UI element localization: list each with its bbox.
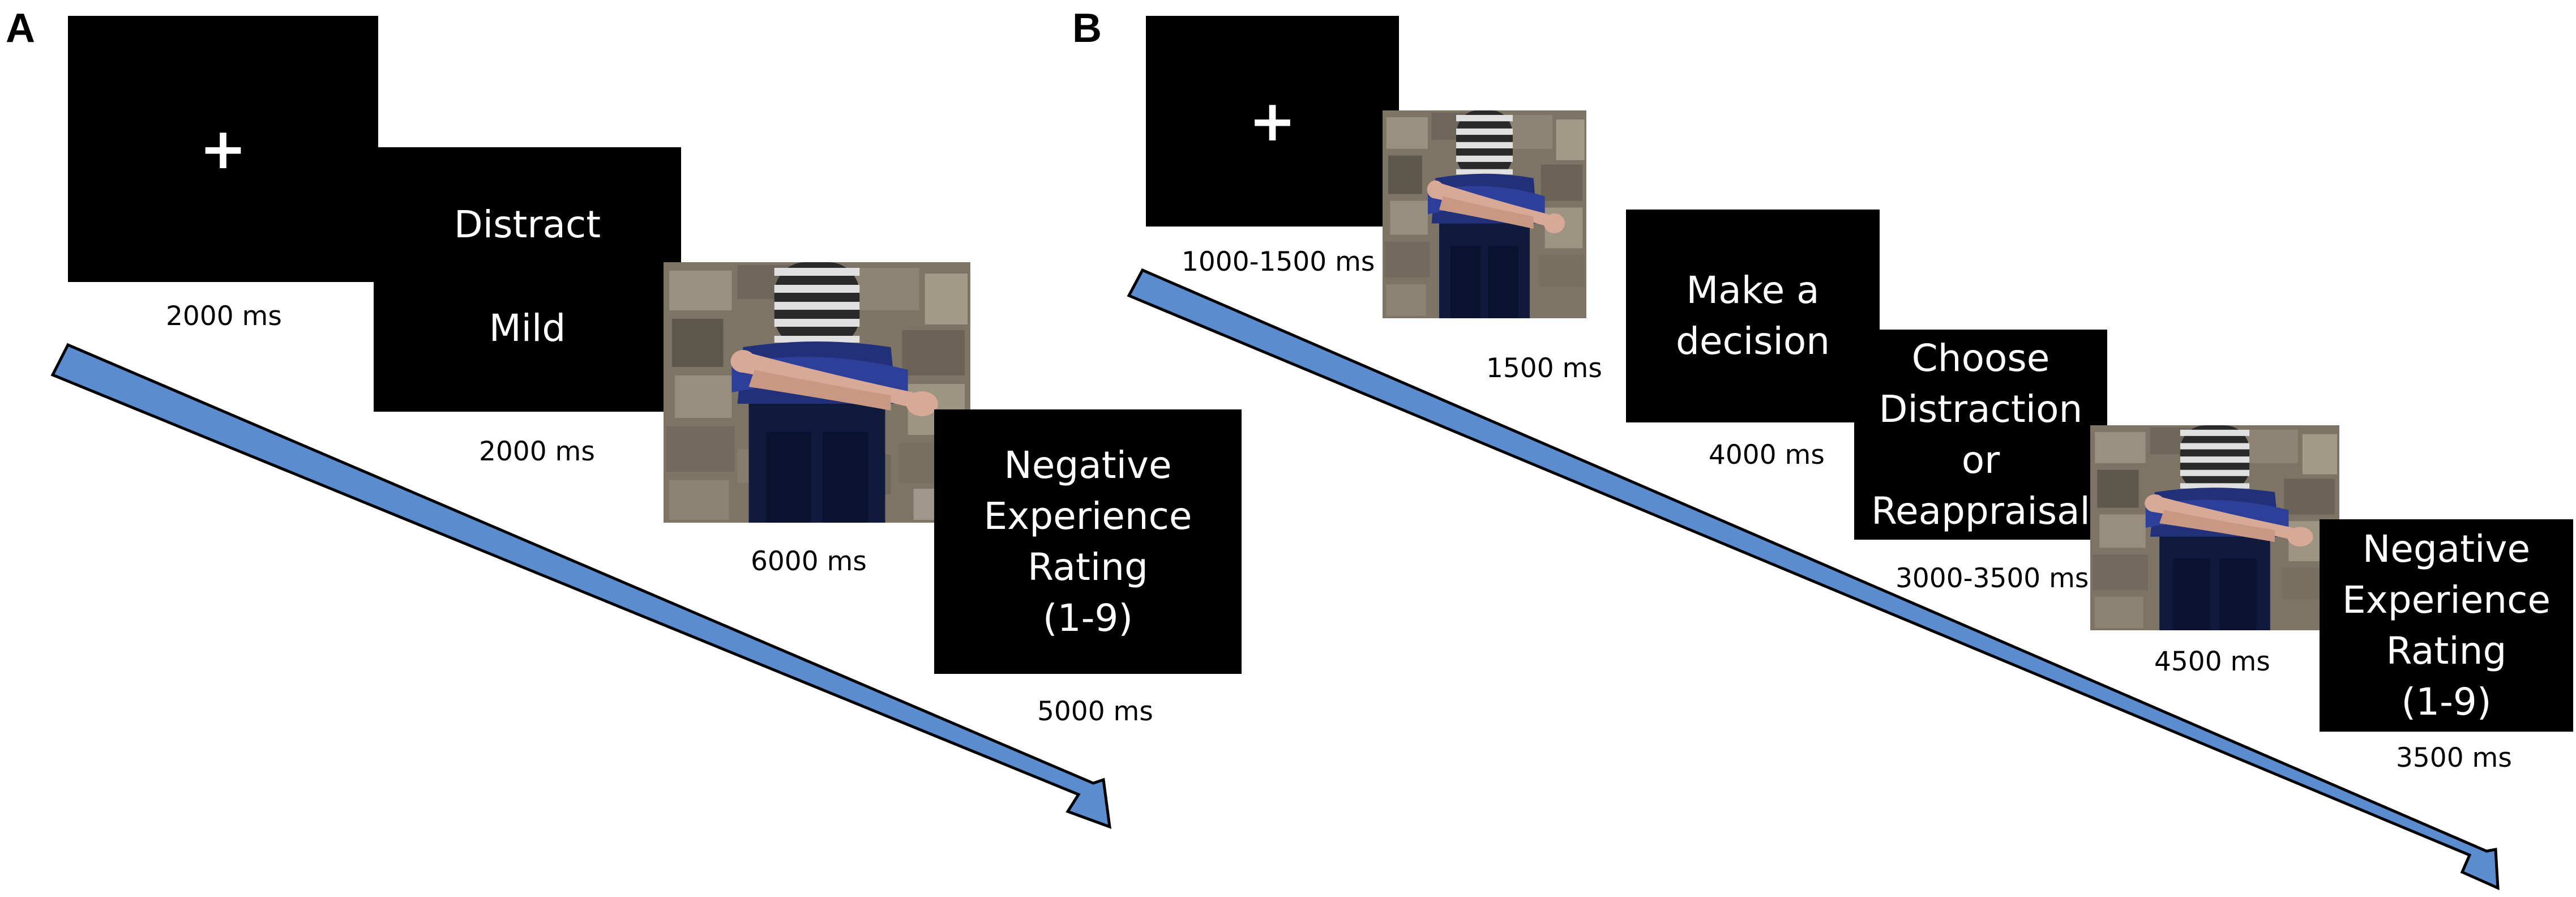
decision-duration-b: 4000 ms [1709, 439, 1825, 471]
person-hiding-face-photo-b2 [2090, 425, 2339, 630]
person-hiding-face-photo-a [664, 262, 970, 523]
rating-line-1-b: Negative [2362, 527, 2531, 571]
rating-duration-b: 3500 ms [2396, 742, 2512, 774]
time-arrow-a [50, 343, 1112, 829]
choice-line-2-b: Distraction [1878, 387, 2083, 431]
cue-instruction-a: Distract [453, 203, 601, 246]
fixation-duration-b: 1000-1500 ms [1182, 246, 1375, 277]
person-hiding-face-photo-b1 [1383, 110, 1586, 318]
fixation-duration-a: 2000 ms [166, 301, 282, 332]
fixation-cross-a: + [199, 116, 247, 182]
decision-screen-b: Make a decision [1626, 210, 1880, 422]
cue-screen-a: Distract Mild [374, 147, 681, 412]
panel-label-a: A [6, 6, 35, 51]
picture-duration-a: 6000 ms [751, 546, 867, 577]
fixation-screen-a: + [68, 16, 378, 282]
choice-duration-b: 3000-3500 ms [1895, 563, 2089, 594]
fixation-screen-b: + [1146, 16, 1399, 227]
choice-line-4-b: Reappraisal [1871, 489, 2090, 533]
preview-picture-b [1383, 110, 1586, 318]
rating-line-1-a: Negative [1004, 443, 1172, 487]
fixation-cross-b: + [1248, 88, 1296, 154]
decision-text-b: Make a decision [1676, 265, 1830, 367]
choice-screen-b: Choose Distraction or Reappraisal [1854, 330, 2107, 540]
rating-text-b: Negative Experience Rating (1-9) [2342, 524, 2551, 728]
choice-text-b: Choose Distraction or Reappraisal [1871, 333, 2090, 537]
rating-line-2-a: Experience [983, 494, 1192, 538]
picture-duration-b: 4500 ms [2154, 646, 2270, 677]
rating-screen-b: Negative Experience Rating (1-9) [2320, 519, 2573, 732]
time-arrow-b [1127, 268, 2500, 890]
preview-duration-b: 1500 ms [1486, 353, 1602, 384]
rating-text-a: Negative Experience Rating (1-9) [983, 440, 1192, 644]
decision-line-1-b: Make a [1686, 268, 1820, 312]
panel-label-b: B [1072, 6, 1102, 51]
cue-intensity-a: Mild [489, 306, 566, 350]
rating-line-4-b: (1-9) [2401, 680, 2492, 724]
negative-picture-b [2090, 425, 2339, 630]
cue-duration-a: 2000 ms [479, 436, 595, 467]
rating-line-3-b: Rating [2386, 629, 2507, 673]
decision-line-2-b: decision [1675, 319, 1830, 363]
rating-line-2-b: Experience [2342, 578, 2551, 622]
rating-duration-a: 5000 ms [1037, 696, 1153, 727]
negative-picture-a [664, 262, 970, 523]
rating-line-3-a: Rating [1028, 545, 1148, 589]
rating-screen-a: Negative Experience Rating (1-9) [934, 409, 1242, 674]
choice-line-3-b: or [1961, 438, 2000, 482]
choice-line-1-b: Choose [1911, 336, 2050, 380]
rating-line-4-a: (1-9) [1042, 596, 1133, 640]
